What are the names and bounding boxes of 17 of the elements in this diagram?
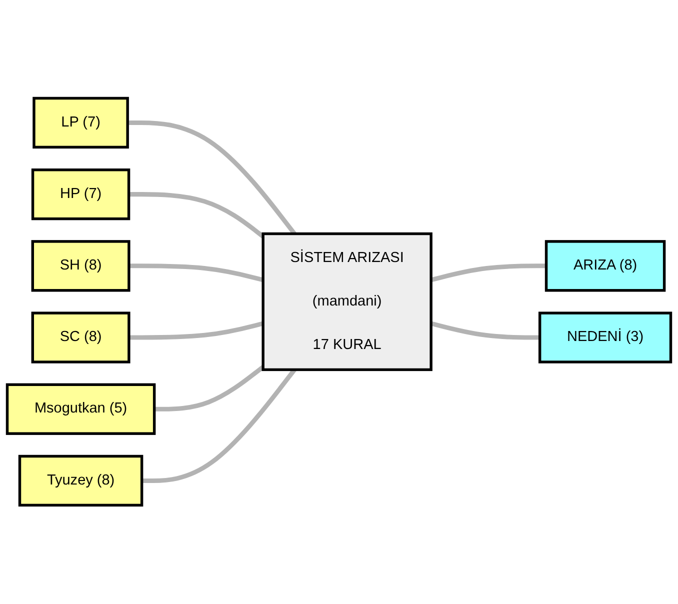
node-box: Msogutkan (5) [6, 384, 156, 436]
node-box: SİSTEM ARIZASI (mamdani) 17 KURAL [262, 232, 432, 372]
node-box: ARIZA (8) [544, 240, 666, 292]
connector [154, 365, 264, 412]
node-box: SC (8) [31, 312, 130, 364]
connector [128, 120, 296, 236]
node-box: NEDENİ (3) [538, 312, 672, 364]
connector [128, 322, 264, 340]
connector [128, 264, 264, 282]
node-box: LP (7) [32, 97, 129, 149]
connector [430, 322, 540, 340]
connector [128, 192, 264, 239]
node-box: SH (8) [31, 240, 130, 292]
node-box: Tyuzey (8) [18, 455, 144, 507]
connector [430, 264, 546, 282]
connector [142, 368, 296, 484]
node-box: HP (7) [31, 168, 130, 220]
